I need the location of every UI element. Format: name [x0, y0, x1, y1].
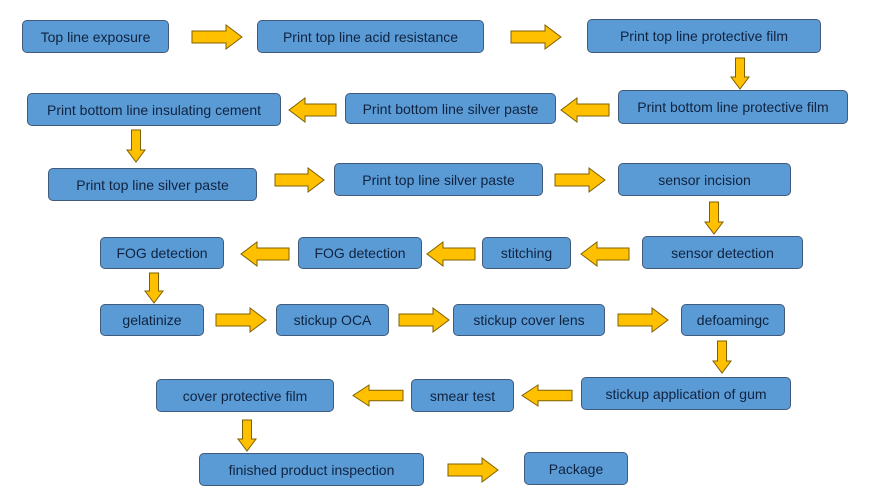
step-print-bottom-line-silver-paste: Print bottom line silver paste — [345, 93, 556, 124]
arrow-10 — [580, 241, 630, 267]
arrow-left-icon — [240, 241, 290, 267]
arrow-shape — [521, 384, 573, 407]
arrow-16 — [617, 307, 669, 333]
arrow-shape — [237, 419, 257, 452]
step-defoamingc: defoamingc — [681, 304, 785, 336]
arrow-9 — [704, 201, 724, 235]
arrow-14 — [215, 307, 267, 333]
arrow-8 — [554, 167, 606, 193]
arrow-shape — [580, 241, 630, 267]
arrow-shape — [191, 24, 243, 50]
arrow-left-icon — [521, 384, 573, 407]
step-print-top-line-acid-resistance: Print top line acid resistance — [257, 20, 484, 53]
step-smear-test: smear test — [411, 379, 514, 412]
step-gelatinize: gelatinize — [100, 304, 204, 336]
step-top-line-exposure: Top line exposure — [22, 20, 169, 53]
arrow-down-icon — [704, 201, 724, 235]
arrow-left-icon — [560, 97, 610, 123]
arrow-right-icon — [554, 167, 606, 193]
arrow-15 — [398, 307, 450, 333]
step-fog-detection-1: FOG detection — [100, 237, 224, 269]
arrow-2 — [510, 24, 562, 50]
arrow-21 — [447, 457, 499, 483]
arrow-6 — [126, 129, 146, 163]
arrow-12 — [240, 241, 290, 267]
step-print-bottom-line-insulating-cement: Print bottom line insulating cement — [27, 93, 281, 126]
arrow-left-icon — [352, 384, 404, 407]
arrow-shape — [510, 24, 562, 50]
arrow-18 — [521, 384, 573, 407]
step-fog-detection-2: FOG detection — [298, 237, 422, 269]
arrow-right-icon — [398, 307, 450, 333]
arrow-shape — [240, 241, 290, 267]
step-sensor-incision: sensor incision — [618, 163, 791, 196]
step-cover-protective-film: cover protective film — [156, 379, 334, 412]
step-stickup-oca: stickup OCA — [276, 304, 389, 336]
arrow-right-icon — [447, 457, 499, 483]
arrow-shape — [730, 57, 750, 90]
step-print-bottom-line-protective-film: Print bottom line protective film — [618, 90, 848, 124]
arrow-left-icon — [288, 97, 337, 123]
arrow-shape — [126, 129, 146, 163]
arrow-shape — [352, 384, 404, 407]
arrow-shape — [398, 307, 450, 333]
arrow-down-icon — [144, 272, 164, 304]
arrow-down-icon — [712, 340, 732, 374]
arrow-7 — [274, 167, 325, 193]
step-stitching: stitching — [482, 237, 571, 269]
arrow-right-icon — [510, 24, 562, 50]
arrow-shape — [447, 457, 499, 483]
step-sensor-detection: sensor detection — [642, 236, 803, 269]
step-print-top-line-protective-film: Print top line protective film — [587, 19, 821, 53]
arrow-shape — [712, 340, 732, 374]
arrow-down-icon — [237, 419, 257, 452]
arrow-left-icon — [580, 241, 630, 267]
arrow-11 — [426, 241, 476, 267]
step-stickup-application-of-gum: stickup application of gum — [581, 377, 791, 410]
arrow-1 — [191, 24, 243, 50]
arrow-shape — [426, 241, 476, 267]
arrow-shape — [554, 167, 606, 193]
arrow-shape — [560, 97, 610, 123]
arrow-shape — [704, 201, 724, 235]
arrow-down-icon — [730, 57, 750, 90]
arrow-4 — [560, 97, 610, 123]
arrow-right-icon — [191, 24, 243, 50]
step-print-top-line-silver-paste-1: Print top line silver paste — [48, 168, 257, 201]
arrow-17 — [712, 340, 732, 374]
arrow-shape — [144, 272, 164, 304]
arrow-shape — [288, 97, 337, 123]
arrow-3 — [730, 57, 750, 90]
step-print-top-line-silver-paste-2: Print top line silver paste — [334, 163, 543, 196]
arrow-right-icon — [617, 307, 669, 333]
arrow-left-icon — [426, 241, 476, 267]
arrow-shape — [274, 167, 325, 193]
arrow-13 — [144, 272, 164, 304]
arrow-down-icon — [126, 129, 146, 163]
step-package: Package — [524, 452, 628, 485]
arrow-20 — [237, 419, 257, 452]
arrow-shape — [215, 307, 267, 333]
step-stickup-cover-lens: stickup cover lens — [453, 304, 605, 336]
arrow-shape — [617, 307, 669, 333]
arrow-right-icon — [215, 307, 267, 333]
arrow-right-icon — [274, 167, 325, 193]
arrow-19 — [352, 384, 404, 407]
step-finished-product-inspection: finished product inspection — [199, 453, 424, 486]
arrow-5 — [288, 97, 337, 123]
